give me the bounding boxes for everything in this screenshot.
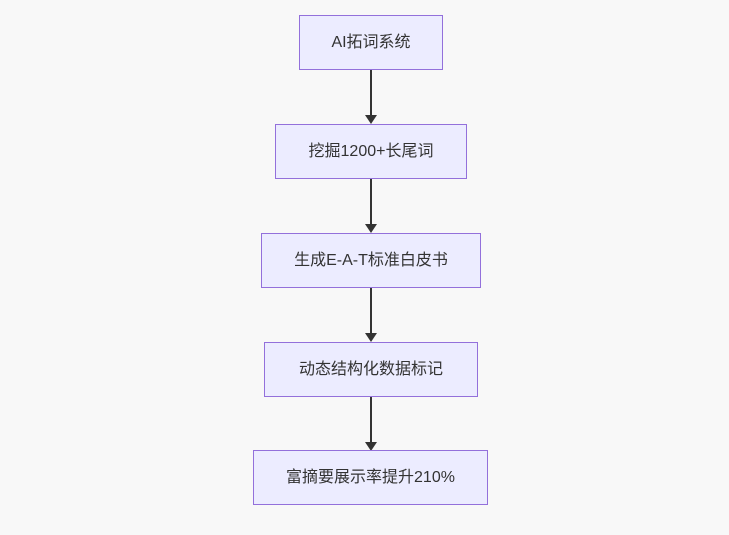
- flow-node-structured-data-markup: 动态结构化数据标记: [264, 342, 478, 397]
- arrow-line: [370, 179, 372, 224]
- arrow-line: [370, 397, 372, 442]
- arrowhead-down-icon: [365, 115, 377, 124]
- node-label: 动态结构化数据标记: [298, 360, 443, 378]
- arrow-line: [370, 70, 372, 115]
- arrowhead-down-icon: [365, 333, 377, 342]
- arrow-n4-n5: [365, 397, 377, 451]
- arrow-n3-n4: [365, 288, 377, 342]
- node-label: 富摘要展示率提升210%: [286, 468, 455, 486]
- flow-node-ai-word-system: AI拓词系统: [299, 15, 443, 70]
- arrow-n2-n3: [365, 179, 377, 233]
- arrowhead-down-icon: [365, 224, 377, 233]
- node-label: 生成E-A-T标准白皮书: [294, 251, 448, 269]
- node-label: AI拓词系统: [331, 33, 411, 51]
- flow-node-eat-whitepaper: 生成E-A-T标准白皮书: [261, 233, 481, 288]
- flow-node-longtail-mining: 挖掘1200+长尾词: [275, 124, 467, 179]
- arrowhead-down-icon: [365, 442, 377, 451]
- arrow-line: [370, 288, 372, 333]
- flow-node-rich-snippet-result: 富摘要展示率提升210%: [253, 450, 488, 505]
- node-label: 挖掘1200+长尾词: [308, 142, 434, 160]
- arrow-n1-n2: [365, 70, 377, 124]
